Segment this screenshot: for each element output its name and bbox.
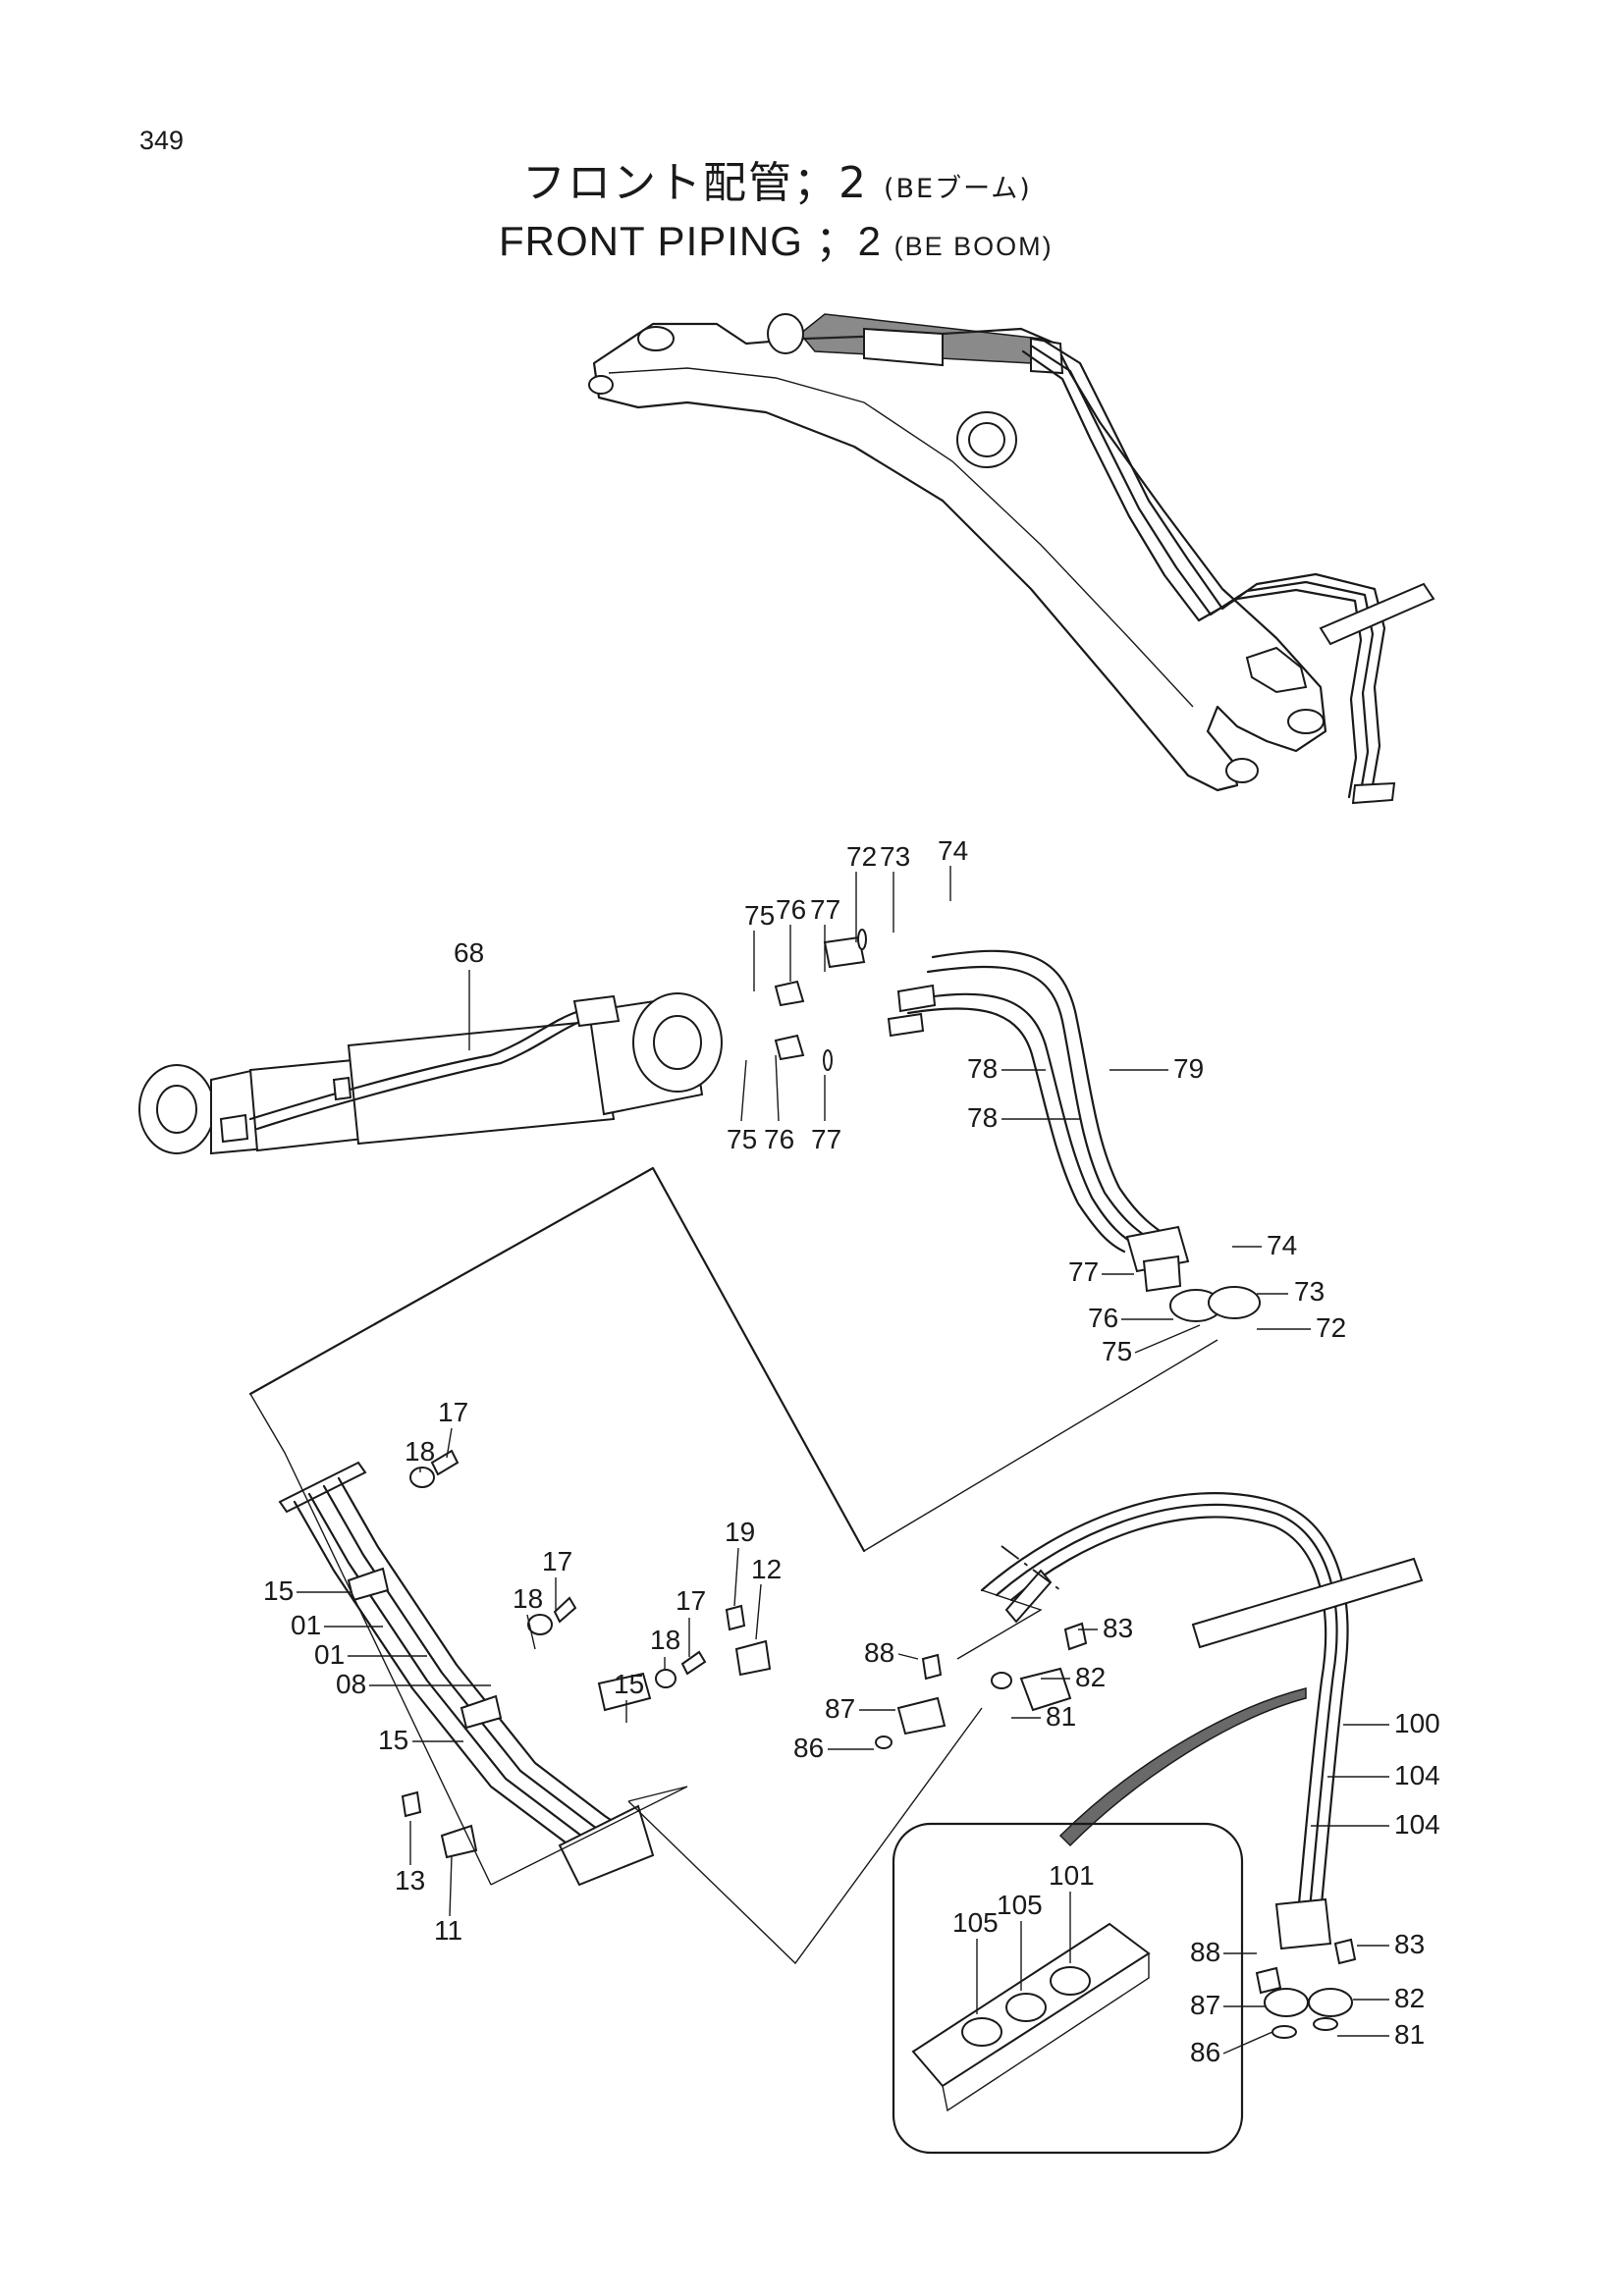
callout-88: 88 — [1190, 1937, 1220, 1967]
callout-18: 18 — [513, 1583, 543, 1614]
callout-87: 87 — [825, 1693, 855, 1724]
callout-72: 72 — [846, 841, 877, 872]
callout-78: 78 — [967, 1053, 998, 1084]
callout-76: 76 — [764, 1124, 794, 1154]
title-japanese: フロント配管；2 (BEブーム) — [522, 147, 1032, 210]
lower-hose-bundle — [278, 1449, 772, 1887]
callout-01: 01 — [291, 1610, 321, 1640]
callout-11: 11 — [434, 1915, 462, 1946]
callout-101: 101 — [1049, 1860, 1095, 1891]
callout-81: 81 — [1046, 1701, 1076, 1732]
callout-87: 87 — [1190, 1990, 1220, 2020]
callout-17: 17 — [676, 1585, 706, 1616]
callout-100: 100 — [1394, 1708, 1440, 1738]
callout-76: 76 — [776, 894, 806, 925]
callout-18: 18 — [405, 1436, 435, 1467]
callout-82: 82 — [1075, 1662, 1106, 1692]
callout-105: 105 — [952, 1907, 999, 1938]
callout-75: 75 — [1102, 1336, 1132, 1366]
title-japanese-sub: (BEブーム) — [884, 174, 1032, 204]
callout-86: 86 — [1190, 2037, 1220, 2067]
callout-104: 104 — [1394, 1760, 1440, 1790]
callout-86: 86 — [793, 1733, 824, 1763]
callout-83: 83 — [1394, 1929, 1425, 1959]
arm-cylinder — [138, 992, 723, 1155]
boom-overview — [588, 313, 1435, 805]
callout-73: 73 — [880, 841, 910, 872]
callout-104: 104 — [1394, 1809, 1440, 1840]
callout-15: 15 — [263, 1575, 294, 1606]
callout-74: 74 — [1267, 1230, 1297, 1260]
callout-01: 01 — [314, 1639, 345, 1670]
callout-75: 75 — [727, 1124, 757, 1154]
callout-15: 15 — [614, 1669, 644, 1699]
callout-79: 79 — [1173, 1053, 1204, 1084]
callout-78: 78 — [967, 1102, 998, 1133]
callout-75: 75 — [744, 900, 775, 931]
boom-foot-hose-bundle — [875, 1492, 1424, 2039]
title-english: FRONT PIPING ；2 (BE BOOM) — [499, 208, 1054, 268]
callout-82: 82 — [1394, 1983, 1425, 2013]
callout-77: 77 — [811, 1124, 841, 1154]
callout-76: 76 — [1088, 1303, 1118, 1333]
title-japanese-main: フロント配管；2 — [522, 158, 868, 208]
callout-17: 17 — [542, 1546, 572, 1576]
callout-12: 12 — [751, 1554, 782, 1584]
arm-hoses — [774, 929, 1261, 1322]
callout-18: 18 — [650, 1625, 680, 1655]
title-english-main: FRONT PIPING ；2 — [499, 218, 882, 264]
callout-15: 15 — [378, 1725, 408, 1755]
callout-83: 83 — [1103, 1613, 1133, 1643]
callouts: 72 73 74 75 76 77 68 75 76 77 78 79 78 — [263, 835, 1440, 2067]
page-number: 349 — [139, 126, 185, 155]
callout-72: 72 — [1316, 1312, 1346, 1343]
callout-105: 105 — [997, 1890, 1043, 1920]
callout-77: 77 — [1068, 1256, 1099, 1287]
title-english-sub: (BE BOOM) — [893, 232, 1054, 261]
callout-81: 81 — [1394, 2019, 1425, 2050]
callout-17: 17 — [438, 1397, 468, 1427]
callout-08: 08 — [336, 1669, 366, 1699]
callout-73: 73 — [1294, 1276, 1325, 1307]
callout-74: 74 — [938, 835, 968, 866]
callout-13: 13 — [395, 1865, 425, 1896]
callout-88: 88 — [864, 1637, 894, 1668]
callout-68: 68 — [454, 937, 484, 968]
callout-19: 19 — [725, 1517, 755, 1547]
callout-77: 77 — [810, 894, 840, 925]
detail-inset — [892, 1822, 1244, 2155]
